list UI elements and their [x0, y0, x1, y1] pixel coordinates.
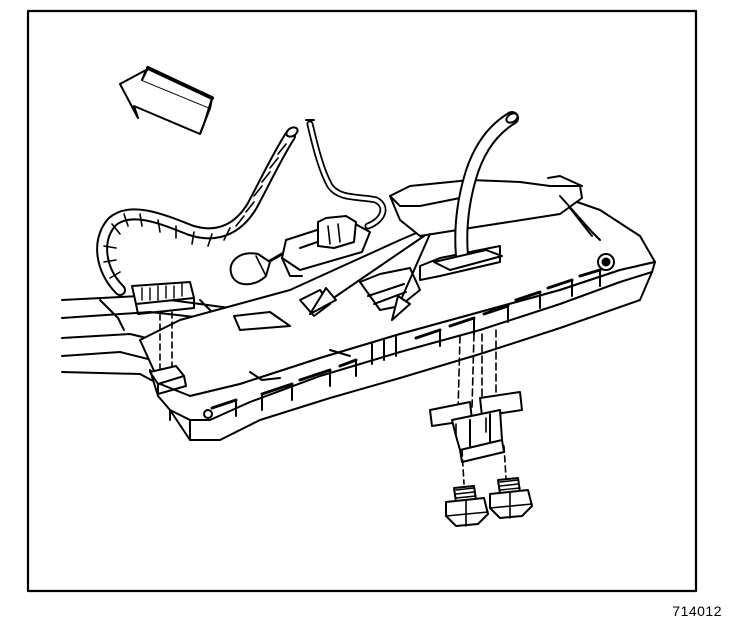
panel-clip: [149, 365, 187, 395]
vertical-cable: [433, 111, 519, 271]
edge-rib: [298, 368, 332, 382]
bracket-guide-lines: [457, 329, 497, 413]
edge-rib: [482, 304, 510, 316]
edge-rib: [578, 268, 602, 278]
callout-arrows: [309, 233, 431, 321]
screw-head-center: [601, 257, 611, 267]
edge-rib: [210, 398, 238, 410]
nut-guide-lines: [461, 445, 507, 485]
edge-rib: [338, 358, 358, 368]
edge-rib: [546, 278, 574, 290]
edge-rib: [514, 290, 542, 302]
nut-left: [445, 485, 489, 527]
mounting-hole: [203, 409, 213, 419]
figure-id-label: 714012: [672, 603, 722, 619]
edge-rib: [448, 316, 476, 328]
retaining-bracket: [429, 391, 523, 463]
edge-rib: [414, 328, 442, 340]
lamp-wire-assembly: [229, 119, 387, 286]
edge-rib: [260, 382, 294, 396]
nut-right: [489, 477, 533, 519]
forward-arrow-icon: [119, 66, 214, 135]
figure-frame: [26, 9, 698, 593]
guide-lines: [159, 311, 173, 371]
wiring-harness: [96, 126, 299, 315]
